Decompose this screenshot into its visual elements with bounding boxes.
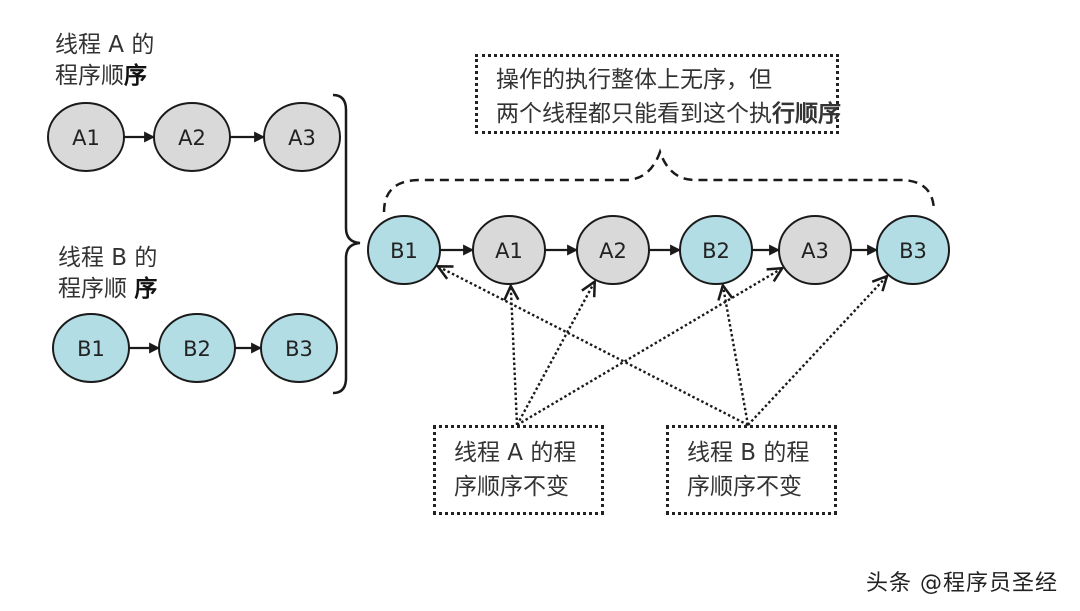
merged-node-a1-label: A1 [495, 239, 523, 263]
pointer-note-a-to-a2 [515, 282, 595, 426]
thread-a-node-a1-shape [47, 102, 125, 172]
note-thread-a-line2: 序顺序不变 [454, 474, 569, 500]
merged-node-a2: A2 [576, 215, 650, 285]
thread-a-label-line1: 线程 A 的 [55, 32, 155, 58]
merged-node-a1-shape [472, 215, 546, 285]
thread-b-node-b3-label: B3 [285, 337, 313, 361]
thread-a-node-a3-shape [263, 102, 341, 172]
merged-node-a3-label: A3 [801, 239, 829, 263]
thread-b-label: 线程 B 的 程序顺 序 [58, 243, 157, 305]
thread-a-label: 线程 A 的 程序顺序 [55, 30, 154, 92]
thread-b-node-b3-shape [260, 313, 338, 383]
thread-b-node-b1: B1 [52, 313, 130, 383]
note-thread-a-order: 线程 A 的程 序顺序不变 [433, 425, 604, 515]
thread-b-label-line1: 线程 B 的 [58, 245, 158, 271]
merged-node-a3-shape [778, 215, 852, 285]
merged-node-b2: B2 [679, 215, 753, 285]
thread-a-label-line2: 程序顺序 [55, 61, 154, 92]
note-execution-order-line2: 两个线程都只能看到这个执行顺序 [496, 97, 841, 131]
thread-b-node-b1-shape [52, 313, 130, 383]
thread-a-label-bold: 序 [124, 63, 147, 89]
merged-node-b1-label: B1 [390, 239, 418, 263]
merged-node-b1-shape [367, 215, 441, 285]
note-execution-order: 操作的执行整体上无序，但 两个线程都只能看到这个执行顺序 [475, 54, 841, 134]
merged-node-a2-shape [576, 215, 650, 285]
note-thread-b-line1: 线程 B 的程 [687, 440, 810, 466]
note-thread-b-line2: 序顺序不变 [687, 474, 802, 500]
thread-b-node-b2-shape [158, 313, 236, 383]
merged-node-b2-label: B2 [702, 239, 730, 263]
thread-b-node-b1-label: B1 [77, 337, 105, 361]
merged-node-b3: B3 [876, 215, 950, 285]
thread-b-label-text: 程序顺 [58, 276, 127, 302]
pointer-note-a-to-a1 [511, 286, 517, 426]
merged-node-a2-label: A2 [599, 239, 627, 263]
thread-a-node-a2: A2 [153, 102, 231, 172]
thread-a-node-a2-label: A2 [178, 126, 206, 150]
note-execution-order-line1: 操作的执行整体上无序，但 [496, 67, 772, 93]
thread-a-node-a1: A1 [47, 102, 125, 172]
thread-a-label-text: 程序顺 [55, 63, 124, 89]
note-execution-order-line2-text: 两个线程都只能看到这个执 [496, 101, 772, 127]
merge-brace [332, 93, 361, 395]
sequence-brace [382, 148, 936, 213]
note-execution-order-line2-bold: 行顺序 [772, 101, 841, 127]
note-thread-a-line1: 线程 A 的程 [454, 440, 577, 466]
merged-node-b3-label: B3 [899, 239, 927, 263]
merged-node-b2-shape [679, 215, 753, 285]
pointer-note-b-to-b2 [723, 285, 750, 426]
pointer-note-a-to-a3 [516, 268, 782, 427]
merged-node-a3: A3 [778, 215, 852, 285]
thread-b-label-bold: 序 [134, 276, 158, 302]
thread-b-node-b2: B2 [158, 313, 236, 383]
merged-node-b1: B1 [367, 215, 441, 285]
thread-a-node-a1-label: A1 [72, 126, 100, 150]
thread-b-node-b2-label: B2 [183, 337, 211, 361]
merged-node-b3-shape [876, 215, 950, 285]
merged-node-a1: A1 [472, 215, 546, 285]
thread-a-node-a3: A3 [263, 102, 341, 172]
thread-b-label-line2: 程序顺 序 [58, 274, 157, 305]
pointer-note-b-to-b3 [747, 276, 887, 426]
thread-b-node-b3: B3 [260, 313, 338, 383]
note-thread-b-order: 线程 B 的程 序顺序不变 [666, 425, 837, 515]
pointer-note-b-to-b1 [438, 266, 749, 427]
thread-a-node-a3-label: A3 [288, 126, 316, 150]
watermark: 头条 @程序员圣经 [866, 571, 1058, 596]
thread-a-node-a2-shape [153, 102, 231, 172]
